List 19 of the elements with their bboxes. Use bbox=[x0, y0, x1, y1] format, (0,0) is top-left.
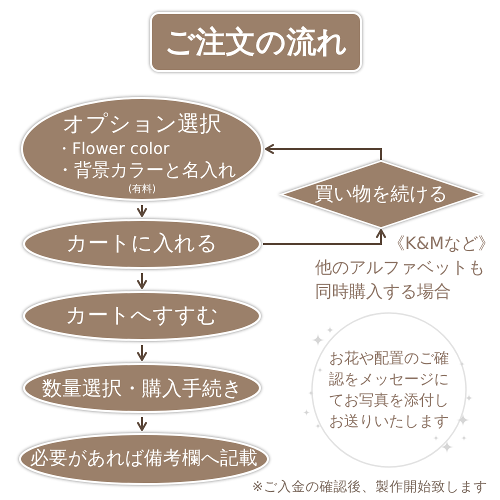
edge-label: 《K&Mなど》他のアルファベットも同時購入する場合 bbox=[315, 233, 496, 304]
option-item: ・Flower color bbox=[56, 139, 170, 158]
arrow bbox=[137, 345, 147, 361]
arrow bbox=[137, 273, 147, 289]
heading-text: オプション選択 bbox=[62, 112, 222, 138]
arrow bbox=[137, 205, 147, 217]
arrow bbox=[263, 229, 386, 245]
option-item: ・背景カラーと名入れ bbox=[56, 160, 236, 182]
footnote-text: ※ご入金の確認後、製作開始致します bbox=[252, 480, 488, 495]
arrow bbox=[137, 417, 147, 431]
title-banner: ご注文の流れ bbox=[150, 12, 362, 72]
decision-label: 買い物を続ける bbox=[314, 183, 448, 206]
step-label: 数量選択・購入手続き bbox=[42, 376, 242, 400]
step-label: カートへすすむ bbox=[66, 303, 218, 329]
note-text: お花や配置のご確認をメッセージにてお写真を添付しお送りいたします bbox=[328, 348, 450, 432]
note-text: (有料) bbox=[128, 184, 156, 196]
step-label: 必要があれば備考欄へ記載 bbox=[30, 448, 258, 470]
arrow bbox=[265, 144, 382, 160]
step-label: カートに入れる bbox=[66, 231, 218, 257]
